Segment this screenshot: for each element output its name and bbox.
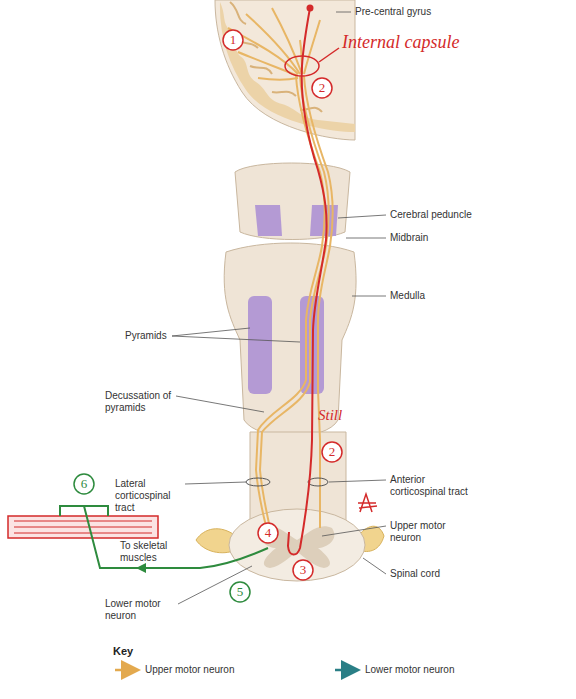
callout-number: 4 bbox=[258, 523, 278, 543]
structure-label: Pyramids bbox=[125, 330, 185, 342]
structure-label: Medulla bbox=[390, 290, 510, 302]
callout-number: 2 bbox=[312, 78, 332, 98]
structure-label: Upper motor neuron bbox=[390, 520, 470, 544]
structure-label: To skeletal muscles bbox=[120, 540, 195, 564]
callout-number: 5 bbox=[230, 582, 250, 602]
handwritten-note: Internal capsule bbox=[342, 32, 459, 52]
legend-title: Key bbox=[113, 645, 193, 658]
structure-label: Lower motor neuron bbox=[105, 598, 175, 622]
callout-number: 1 bbox=[223, 30, 243, 50]
callout-number: 6 bbox=[74, 474, 94, 494]
legend-label: Lower motor neuron bbox=[365, 664, 455, 676]
structure-label: Lateral corticospinal tract bbox=[115, 478, 185, 514]
handwritten-note: Still bbox=[318, 406, 342, 424]
structure-label: Cerebral peduncle bbox=[390, 209, 510, 221]
structure-label: Decussation of pyramids bbox=[105, 390, 175, 414]
legend-label: Upper motor neuron bbox=[145, 664, 235, 676]
structure-label: Pre-central gyrus bbox=[355, 6, 485, 18]
callout-number: 2 bbox=[322, 442, 342, 462]
callout-number: 3 bbox=[293, 560, 313, 580]
structure-label: Midbrain bbox=[390, 232, 510, 244]
structure-label: Anterior corticospinal tract bbox=[390, 474, 470, 498]
structure-label: Spinal cord bbox=[390, 568, 470, 580]
